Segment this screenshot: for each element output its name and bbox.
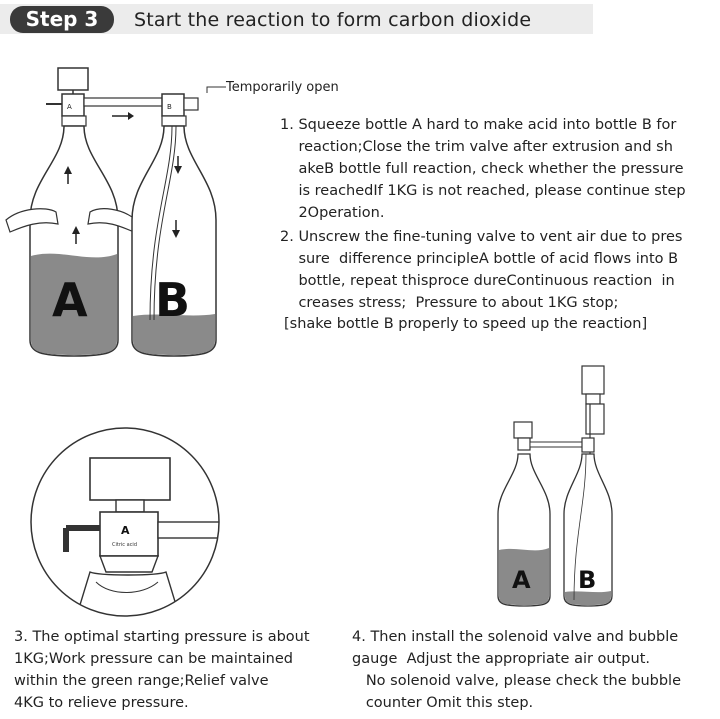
svg-text:B: B (167, 103, 172, 111)
header-title: Start the reaction to form carbon dioxid… (134, 9, 532, 31)
bottle-a-liquid (499, 548, 549, 605)
solenoid-valve-icon (581, 365, 605, 395)
right-hand-icon (87, 208, 137, 233)
closeup-sub-label: Citric acid (112, 542, 137, 548)
bottle-a-liquid (31, 253, 117, 355)
valve-closeup-illustration: A Citric acid (30, 427, 220, 617)
step-badge: Step 3 (10, 6, 114, 33)
temporarily-open-callout: Temporarily open (226, 80, 339, 95)
bottles-a-b-illustration: A B A B (5, 67, 226, 357)
left-hand-icon (5, 208, 59, 233)
bottle-b-liquid (133, 314, 215, 355)
bottle-a-label: A (512, 566, 531, 594)
valve-a (99, 511, 159, 557)
gauge-icon (89, 457, 171, 501)
bottle-b-liquid (565, 591, 611, 605)
instruction-step-3: 3. The optimal starting pressure is abou… (14, 629, 310, 711)
instruction-step-1: 1. Squeeze bottle A hard to make acid in… (280, 117, 686, 221)
bottle-b (563, 453, 613, 607)
instruction-step-2-note: [shake bottle B properly to speed up the… (284, 316, 648, 332)
bottle-b-label: B (155, 273, 190, 327)
bottle-b (131, 125, 217, 357)
bubble-counter-icon (585, 403, 605, 435)
bottle-b-label: B (578, 566, 596, 594)
gauge-icon (57, 67, 89, 91)
svg-text:A: A (67, 103, 72, 111)
bottle-a-label: A (52, 273, 88, 327)
instruction-step-2: 2. Unscrew the fine-tuning valve to vent… (280, 229, 683, 311)
solenoid-setup-illustration: A B (497, 365, 613, 607)
instruction-step-4: 4. Then install the solenoid valve and b… (352, 629, 681, 711)
closeup-bottle-label: A (121, 524, 130, 537)
gauge-icon (513, 421, 533, 439)
